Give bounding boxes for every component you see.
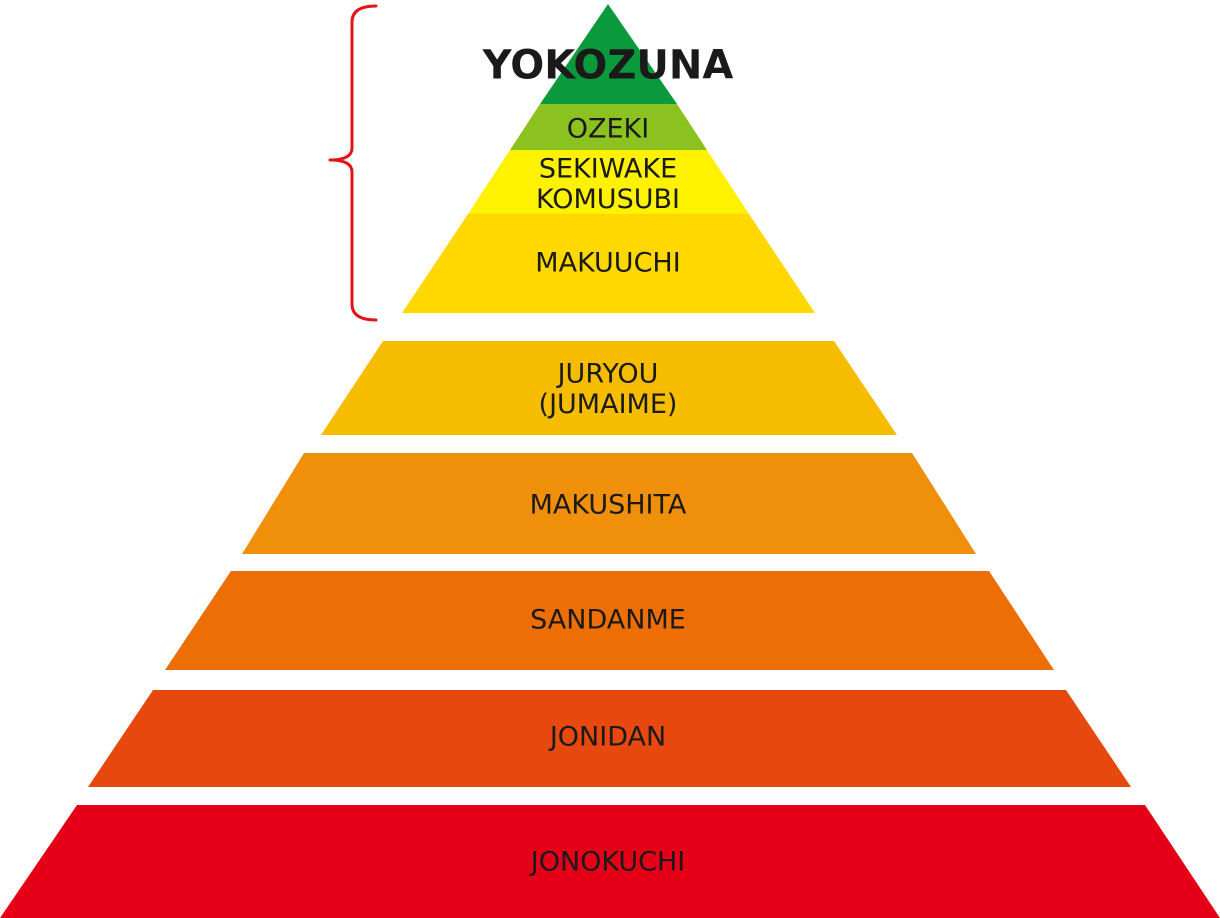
tier-label-line: OZEKI: [567, 114, 649, 145]
tier-label-line: SEKIWAKE: [539, 154, 677, 185]
tier-label-line: MAKUSHITA: [530, 490, 687, 521]
tier-label-jonidan: JONIDAN: [548, 722, 666, 753]
tier-label-makushita: MAKUSHITA: [530, 490, 687, 521]
tier-ozeki: [510, 104, 707, 150]
tier-label-line: JURYOU: [556, 359, 659, 390]
tier-label-line: (JUMAIME): [539, 389, 678, 420]
tier-label-line: YOKOZUNA: [482, 42, 734, 88]
tier-label-line: JONIDAN: [548, 722, 666, 753]
tier-label-line: MAKUUCHI: [535, 248, 680, 279]
tier-label-makuuchi: MAKUUCHI: [535, 248, 680, 279]
tier-sandanme: [165, 571, 1054, 670]
tier-label-line: SANDANME: [530, 605, 686, 636]
top-division-bracket: [328, 4, 378, 322]
tier-label-yokozuna: YOKOZUNA: [482, 42, 734, 88]
tier-juryou: [321, 341, 897, 435]
tier-label-sandanme: SANDANME: [530, 605, 686, 636]
tier-label-jonokuchi: JONOKUCHI: [529, 847, 686, 878]
tier-label-line: KOMUSUBI: [536, 184, 680, 215]
tier-jonokuchi: [0, 805, 1220, 918]
pyramid-tiers: [0, 4, 1220, 918]
tier-makuuchi: [402, 214, 815, 313]
tier-jonidan: [88, 690, 1131, 787]
tier-label-juryou: JURYOU(JUMAIME): [539, 359, 678, 420]
tier-label-line: JONOKUCHI: [529, 847, 686, 878]
tier-makushita: [242, 453, 976, 554]
tier-yokozuna: [540, 4, 677, 104]
tier-label-ozeki: OZEKI: [567, 114, 649, 145]
tier-sekiwake-komusubi: [468, 150, 749, 214]
